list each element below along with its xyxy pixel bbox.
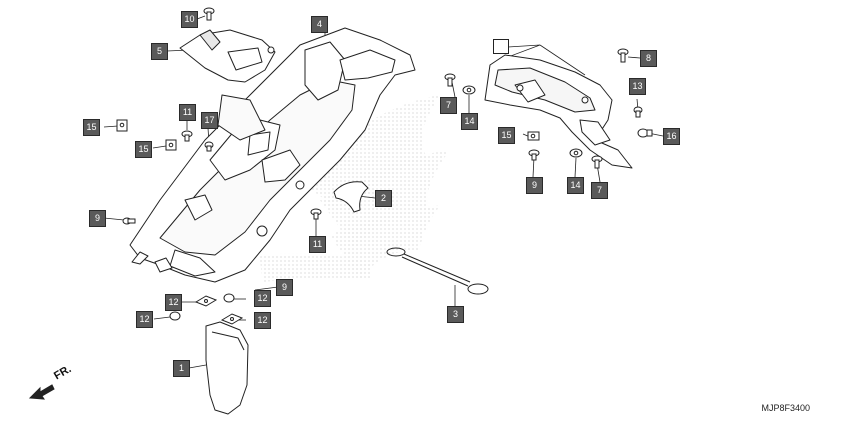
callout-4: 4 [311,16,328,33]
callout-10: 10 [181,11,198,28]
screw-part-13 [633,106,643,118]
callout-7-right: 7 [591,182,608,199]
bolt-part-8 [617,48,629,63]
callout-8: 8 [640,50,657,67]
strap-part-3 [386,247,489,295]
bolt-part-11-upper [181,130,193,142]
clip-part-12-b [223,293,235,303]
diagram-reference-code: MJP8F3400 [761,403,810,413]
callout-12-b: 12 [254,290,271,307]
callout-blank [493,39,509,54]
callout-14-right: 14 [567,177,584,194]
callout-7-left: 7 [440,97,457,114]
front-direction-arrow [28,384,55,400]
callout-11-lower: 11 [309,236,326,253]
license-bracket-assembly [484,54,633,169]
callout-12-a: 12 [165,294,182,311]
callout-12-d: 12 [254,312,271,329]
screw-part-17 [204,141,214,152]
callout-1: 1 [173,360,190,377]
nut-part-15-upper [116,119,128,132]
mudguard-part-1 [205,321,249,415]
callout-2: 2 [375,190,392,207]
nut-part-16 [637,128,653,138]
screw-part-9-left [122,217,136,225]
clip-part-12-d [220,313,244,325]
callout-9-right: 9 [526,177,543,194]
callout-13: 13 [629,78,646,95]
callout-5: 5 [151,43,168,60]
pad-part-2 [333,181,369,213]
bolt-part-7-right [591,155,603,169]
callout-12-c: 12 [136,311,153,328]
nut-part-15-right [527,131,540,141]
callout-14-left: 14 [461,113,478,130]
callout-16: 16 [663,128,680,145]
screw-part-9-right [528,149,540,161]
callout-11-upper: 11 [179,104,196,121]
collar-part-14-right [569,148,583,158]
bracket-part-5 [179,29,276,83]
callout-9-center: 9 [276,279,293,296]
callout-17: 17 [201,112,218,129]
rear-fender-assembly [129,27,416,283]
callout-9-left: 9 [89,210,106,227]
clip-part-12-a [194,295,218,307]
collar-part-14-left [462,85,476,95]
nut-part-15-lower [165,139,177,151]
bolt-part-10 [203,7,215,21]
clip-part-12-c [169,311,181,321]
bolt-part-11-lower [310,208,322,220]
bolt-part-7-left [444,73,456,87]
callout-15-lower: 15 [135,141,152,158]
callout-15-right: 15 [498,127,515,144]
callout-3: 3 [447,306,464,323]
callout-15-upper: 15 [83,119,100,136]
